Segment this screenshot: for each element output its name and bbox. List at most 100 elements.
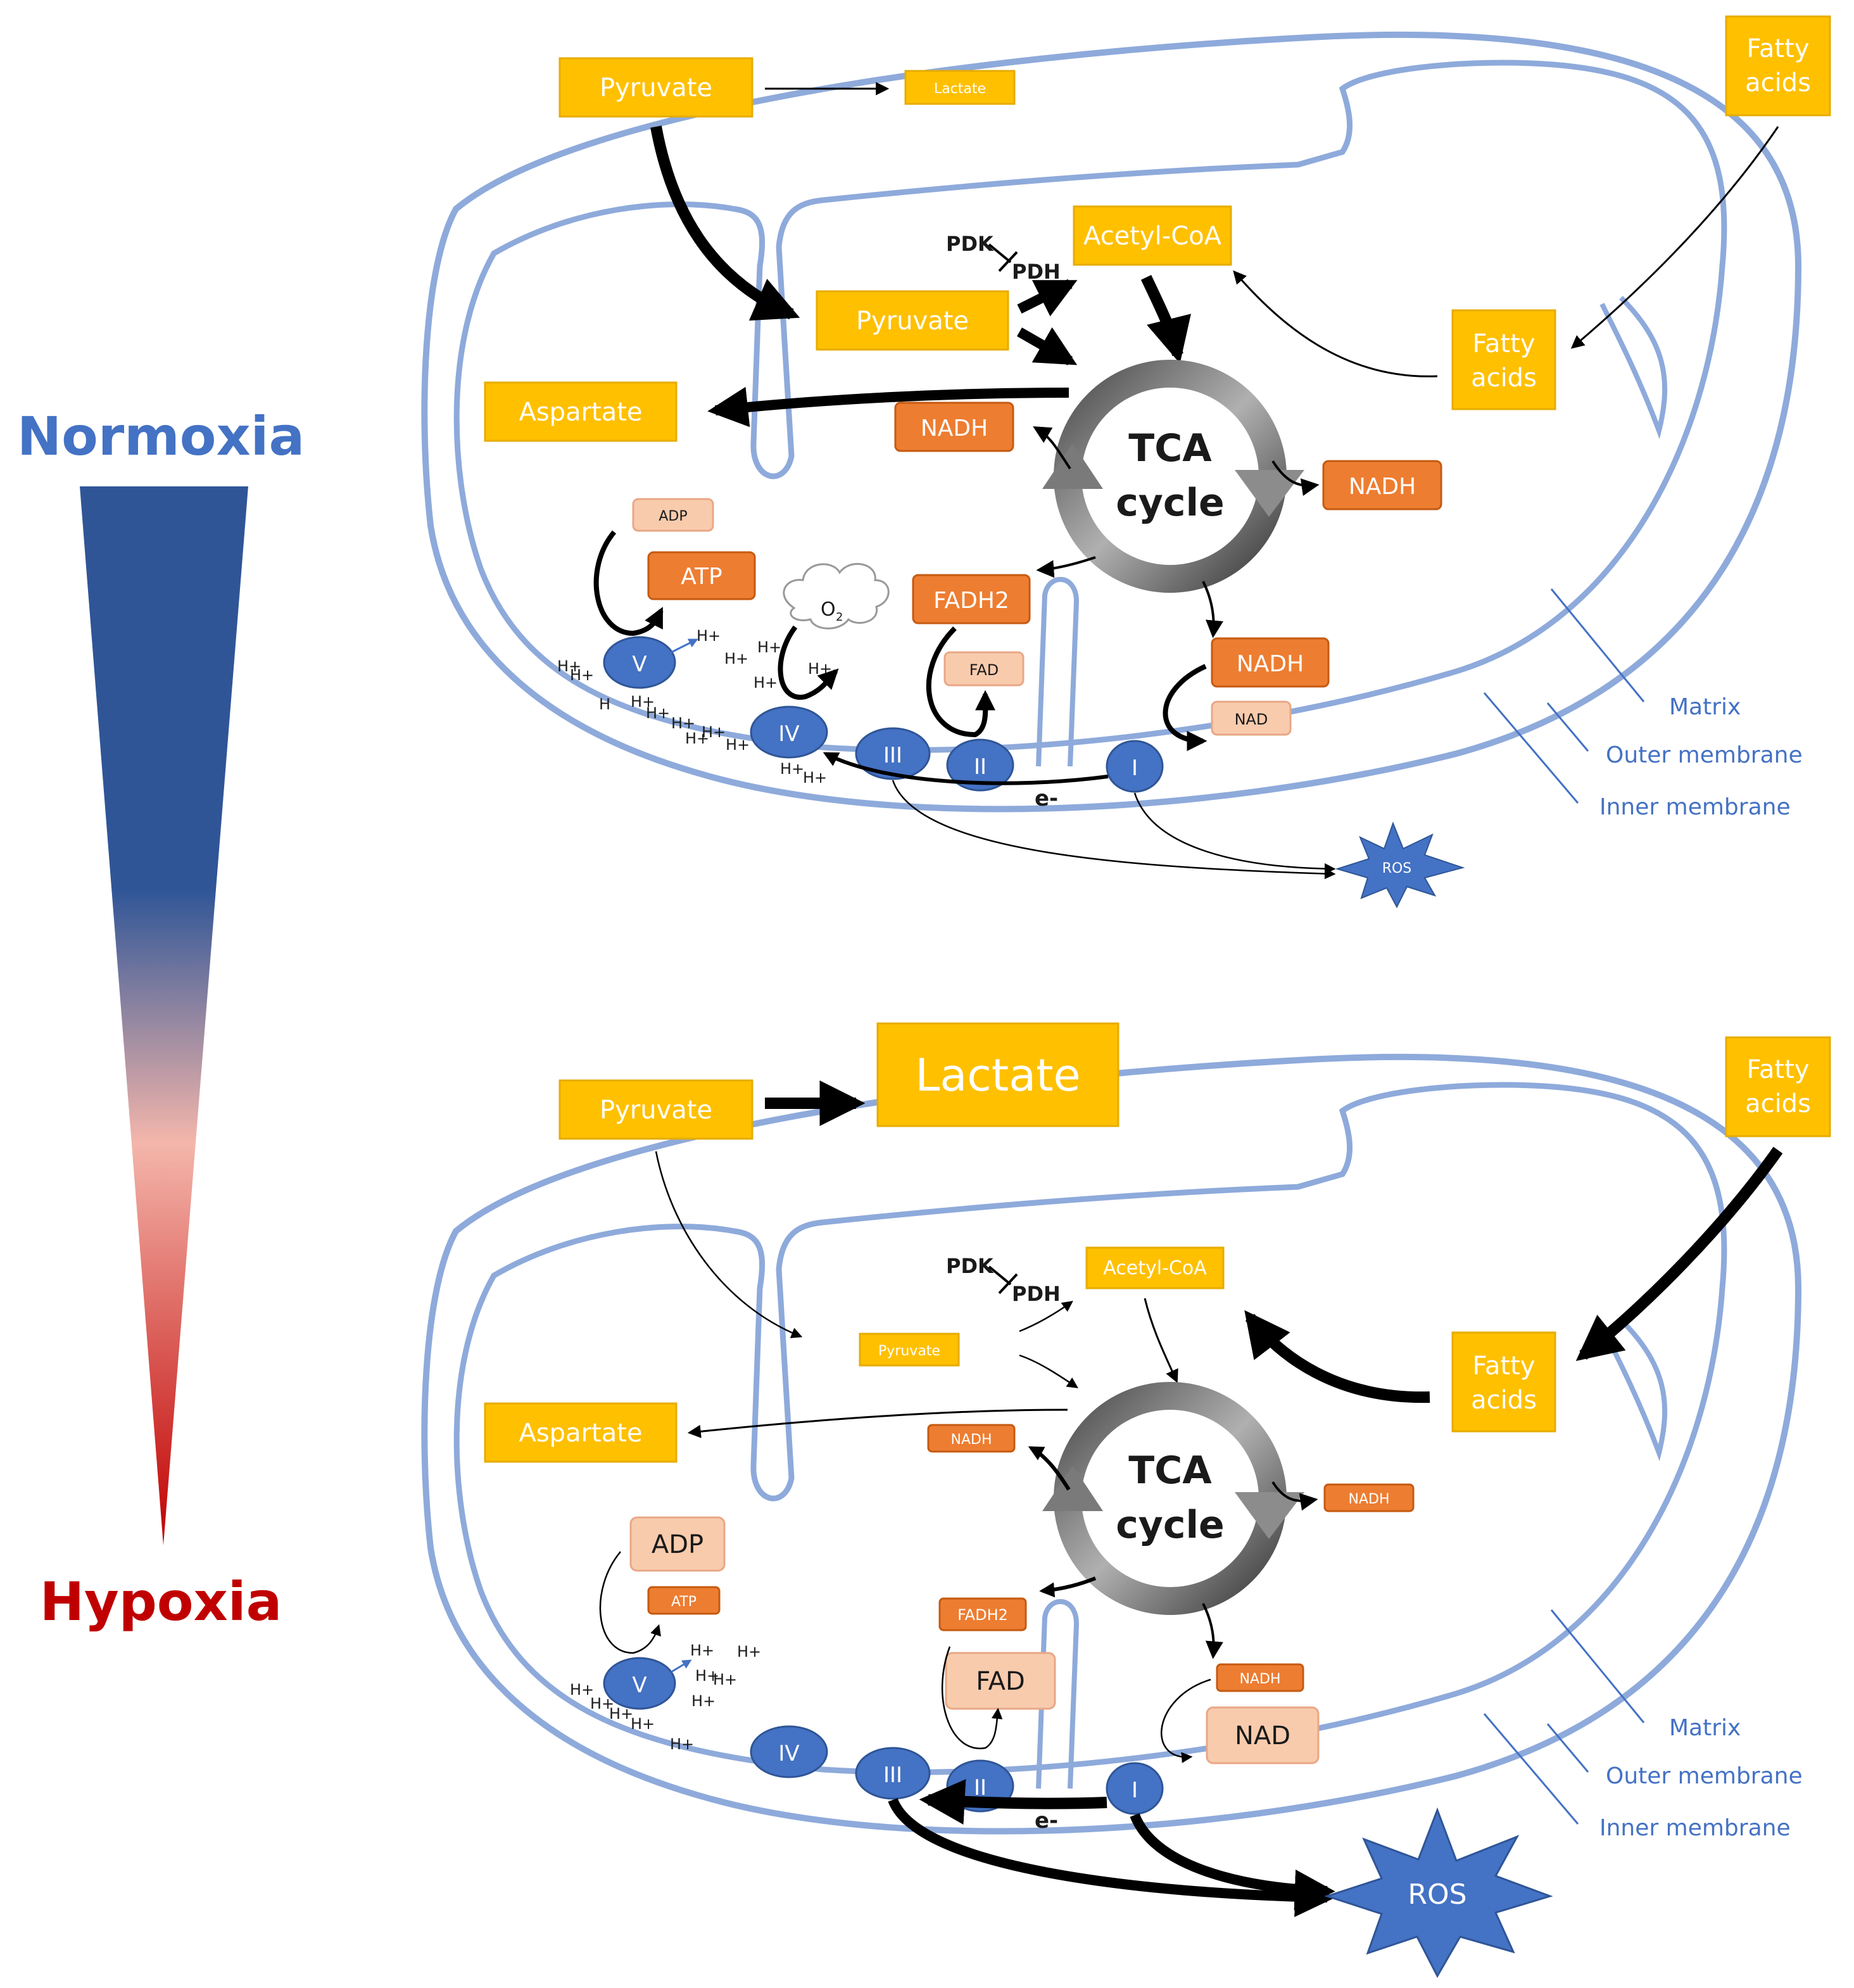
ros-from-complex-iii-arrow [892,780,1336,880]
metabolite-box [558,1079,754,1140]
metabolite-box [904,70,1016,105]
legend-hypoxia-label: Hypoxia [40,1571,282,1633]
outer-membrane-label: Outer membrane [1606,742,1803,768]
acetyl-coa-label: Acetyl-CoA [1103,1257,1207,1279]
proton-pump-arrow [671,1659,692,1673]
tca-arrowhead [1235,470,1304,517]
complex-i-label: I [1132,756,1138,781]
nadh-to-nad-cycle-arrow [1161,1678,1211,1763]
fadh2-label: FADH2 [933,588,1009,614]
complex-iii-label: III [883,743,902,768]
nadh-box [927,1424,1016,1453]
fatty-acids-matrix-label: Fatty [1473,329,1536,358]
crista-bottom [1036,1599,1080,1789]
aspartate-label: Aspartate [519,398,642,427]
complex-v-label: V [632,1673,646,1698]
nadh-right-label: NADH [1349,1491,1390,1507]
outer-membrane-pointer [1546,1723,1589,1773]
fatty-acids-outside-label: acids [1745,68,1811,98]
outer-membrane-pointer [1546,702,1589,752]
proton-label: H+ [726,736,750,754]
nad-box [1211,700,1292,736]
fatty-acid-import-arrow [1575,1146,1783,1361]
adp-to-atp-arrow [599,1551,661,1654]
metabolite-box [1725,15,1831,117]
metabolite-box [816,290,1009,351]
tca-cycle-label: TCA [1128,1448,1212,1493]
pdk-inhibition-bar [998,1273,1018,1295]
outer-membrane-label: Outer membrane [1606,1763,1803,1789]
inner-membrane-label: Inner membrane [1599,794,1791,820]
tca-cycle-label: TCA [1128,426,1212,471]
tca-to-nadh-left-arrow [1033,426,1071,470]
fatty-acids-matrix-label: acids [1471,1386,1537,1415]
nadh-right-label: NADH [1349,474,1416,500]
nad-box [1206,1706,1320,1764]
fadh2-label: FADH2 [957,1606,1008,1624]
metabolite-box [558,57,754,118]
proton-label: H+ [713,1671,737,1688]
proton-label: H+ [737,1643,761,1661]
fatty-acids-outside-label: acids [1745,1089,1811,1118]
proton-label: H+ [695,1667,719,1685]
crista-right [1599,1318,1668,1462]
complex-iv: IV [750,1725,828,1778]
ros-from-complex-iii-arrow [888,1797,1335,1917]
fad-label: FAD [976,1667,1025,1696]
adp-box [629,1516,726,1572]
tca-cycle: TCA cycle [1042,360,1304,593]
complex-iv-label: IV [778,721,799,747]
fad-label: FAD [969,661,999,679]
pyruvate-to-tca-arrow [1017,327,1078,365]
nad-label: NAD [1235,711,1268,728]
proton-label: H+ [631,693,655,711]
nadh-box [1323,1483,1415,1512]
pyruvate-to-acetylcoa-arrow [1019,1300,1073,1333]
fatty-acids-matrix-label: acids [1471,364,1537,393]
outer-membrane [421,1053,1802,1835]
proton-label: H+ [690,1642,714,1659]
ros-label: ROS [1408,1878,1466,1911]
fatty-acids-outside-label: Fatty [1747,34,1810,63]
metabolite-box [1725,1036,1831,1137]
complex-v: V [603,1657,676,1710]
proton-label: H+ [670,1735,694,1753]
nadh-box [1322,460,1442,510]
proton-label: H+ [691,1692,716,1710]
matrix-label: Matrix [1669,694,1741,720]
complex-iv-label: IV [778,1741,799,1766]
electron-flow-arrow [919,1779,1107,1825]
complex-v: V [603,636,676,689]
tca-to-aspartate-arrow [687,1409,1068,1438]
pyruvate-outside-label: Pyruvate [600,1096,712,1125]
fatty-acids-to-acetylcoa-arrow [1233,270,1438,377]
proton-cluster: H+ H+ H H+ H+ H+ H+ H+ H+ H+ H+ H+ H+ H+… [557,627,832,787]
proton-label: H+ [570,666,594,684]
complex-ii-label: II [974,1775,987,1801]
crista-bottom [1036,577,1080,767]
normoxia-panel: Pyruvate Lactate Fatty acids Pyruvate PD… [421,15,1831,909]
nadh-bottom-label: NADH [1240,1671,1281,1687]
atp-box [647,551,756,600]
proton-label: H+ [557,657,581,675]
matrix-pointer [1550,588,1645,702]
tca-cycle: TCA cycle [1042,1382,1304,1615]
proton-label: H+ [631,1715,655,1733]
tca-arrowhead [1042,1466,1103,1511]
complex-iii: III [855,1747,931,1800]
fatty-acids-outside-label: Fatty [1747,1055,1810,1084]
tca-arrowhead [1042,443,1103,489]
complex-i: I [1106,740,1164,793]
pyruvate-to-acetylcoa-arrow [1017,279,1078,317]
ros-burst: ROS [1335,821,1465,909]
inner-membrane-pointer [1483,692,1579,804]
proton-cluster: H+ H+ H+ H+ H+ H+ H+ H+ H+ H+ [570,1642,761,1753]
matrix-label: Matrix [1669,1715,1741,1741]
adp-label: ADP [652,1530,703,1559]
nadh-box [894,402,1014,452]
tca-to-nadh-bottom-arrow [1202,1603,1223,1659]
tca-to-aspartate-arrow [707,386,1069,427]
adp-to-atp-arrow [593,530,664,636]
fad-box [943,651,1025,687]
metabolite-box [1085,1246,1225,1289]
